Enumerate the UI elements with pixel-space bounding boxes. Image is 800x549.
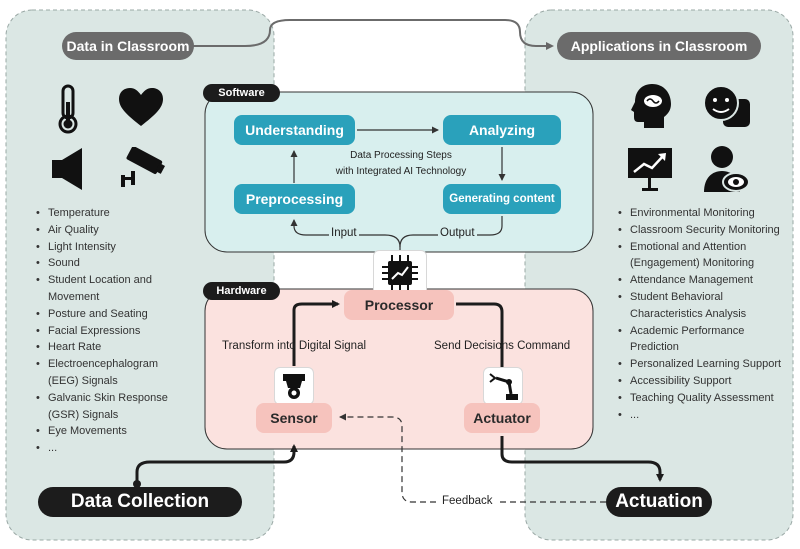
face-chat-icon — [703, 85, 750, 127]
list-item: Electroencephalogram (EEG) Signals — [36, 356, 186, 390]
list-item: Galvanic Skin Response (GSR) Signals — [36, 390, 186, 424]
list-item: Facial Expressions — [36, 323, 186, 340]
data-in-classroom-title: Data in Classroom — [62, 32, 194, 60]
list-item: Accessibility Support — [618, 373, 788, 390]
list-item: Environmental Monitoring — [618, 205, 788, 222]
processing-steps-line2: with Integrated AI Technology — [335, 166, 467, 177]
list-item: Eye Movements — [36, 423, 186, 440]
transform-label: Transform into Digital Signal — [222, 340, 367, 352]
feedback-label-bg — [436, 494, 498, 510]
list-item: Posture and Seating — [36, 306, 186, 323]
security-camera-icon — [121, 147, 166, 187]
list-item: Light Intensity — [36, 239, 186, 256]
thermometer-icon — [58, 84, 78, 134]
applications-in-classroom-title: Applications in Classroom — [557, 32, 761, 60]
understanding-box: Understanding — [234, 115, 355, 145]
hardware-tag: Hardware — [203, 282, 280, 300]
list-item: Teaching Quality Assessment — [618, 390, 788, 407]
send-decisions-label: Send Decisions Command — [434, 340, 571, 352]
actuator-icon-box — [483, 367, 523, 405]
list-item: Classroom Security Monitoring — [618, 222, 788, 239]
list-item: ... — [618, 407, 788, 424]
software-tag: Software — [203, 84, 280, 102]
list-item: ... — [36, 440, 186, 457]
processor-chip-icon — [382, 255, 418, 291]
top-connector — [192, 19, 554, 50]
data-collection-node: Data Collection — [38, 487, 242, 517]
feedback-label: Feedback — [442, 495, 493, 507]
sensor-icon-box — [274, 367, 314, 405]
list-item: Student Location and Movement — [36, 272, 186, 306]
left-data-list: Temperature Air Quality Light Intensity … — [36, 205, 186, 457]
actuation-node: Actuation — [606, 487, 712, 517]
list-item: Heart Rate — [36, 339, 186, 356]
list-item: Personalized Learning Support — [618, 356, 788, 373]
output-arrow — [399, 216, 503, 248]
sensor-camera-icon — [283, 374, 305, 399]
speaker-icon — [52, 148, 82, 190]
list-item: Emotional and Attention (Engagement) Mon… — [618, 239, 788, 273]
heart-icon — [119, 88, 163, 126]
list-item: Air Quality — [36, 222, 186, 239]
list-item: Sound — [36, 255, 186, 272]
processing-steps-line1: Data Processing Steps — [350, 150, 452, 161]
feedback-arrow — [339, 413, 606, 503]
collection-to-sensor-arrow — [135, 444, 298, 487]
actuator-box: Actuator — [464, 403, 540, 433]
input-label: Input — [329, 227, 359, 239]
generating-content-box: Generating content — [443, 184, 561, 214]
preprocessing-box: Preprocessing — [234, 184, 355, 214]
output-label: Output — [438, 227, 477, 239]
input-arrow — [290, 219, 401, 248]
actuator-to-actuation-arrow — [500, 436, 664, 482]
brain-head-icon — [631, 84, 671, 128]
list-item: Academic Performance Prediction — [618, 323, 788, 357]
robot-arm-icon — [489, 373, 518, 400]
sensor-to-processor-arrow — [292, 300, 340, 366]
user-eye-icon — [704, 146, 750, 192]
processor-box: Processor — [344, 290, 454, 320]
analyzing-box: Analyzing — [443, 115, 561, 145]
processor-chip-box — [373, 250, 427, 296]
processor-to-actuator-line — [456, 302, 504, 368]
presentation-chart-icon — [628, 148, 672, 191]
list-item: Attendance Management — [618, 272, 788, 289]
sensor-box: Sensor — [256, 403, 332, 433]
right-applications-list: Environmental Monitoring Classroom Secur… — [618, 205, 788, 423]
processing-steps-label: Data Processing Steps with Integrated AI… — [318, 148, 484, 180]
list-item: Student Behavioral Characteristics Analy… — [618, 289, 788, 323]
collection-dot — [133, 480, 141, 488]
list-item: Temperature — [36, 205, 186, 222]
